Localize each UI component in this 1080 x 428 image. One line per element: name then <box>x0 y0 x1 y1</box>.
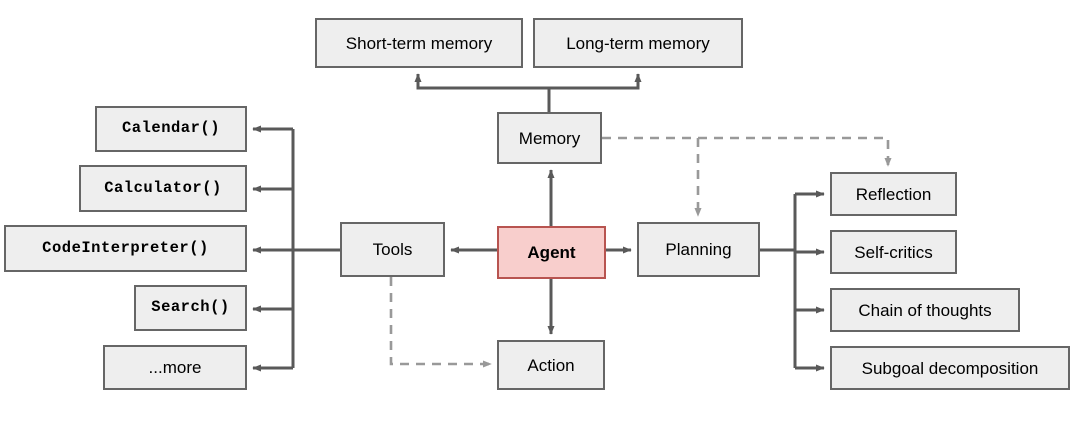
node-tool-calculator[interactable]: Calculator() <box>79 165 247 212</box>
node-action[interactable]: Action <box>497 340 605 390</box>
node-self-critics[interactable]: Self-critics <box>830 230 957 274</box>
node-short-term-memory[interactable]: Short-term memory <box>315 18 523 68</box>
node-tool-calendar[interactable]: Calendar() <box>95 106 247 152</box>
edge-memory-longterm <box>549 73 642 90</box>
node-tools[interactable]: Tools <box>340 222 445 277</box>
node-subgoal-decomposition[interactable]: Subgoal decomposition <box>830 346 1070 390</box>
node-reflection[interactable]: Reflection <box>830 172 957 216</box>
node-tool-code-interpreter[interactable]: CodeInterpreter() <box>4 225 247 272</box>
node-memory[interactable]: Memory <box>497 112 602 164</box>
node-planning[interactable]: Planning <box>637 222 760 277</box>
node-tool-more[interactable]: ...more <box>103 345 247 390</box>
node-chain-of-thoughts[interactable]: Chain of thoughts <box>830 288 1020 332</box>
edge-memory-reflection-dashed <box>698 136 892 167</box>
edge-tools-action-dashed <box>389 277 492 368</box>
node-tool-search[interactable]: Search() <box>134 285 247 331</box>
node-long-term-memory[interactable]: Long-term memory <box>533 18 743 68</box>
edge-memory-shortterm <box>414 73 551 112</box>
node-agent[interactable]: Agent <box>497 226 606 279</box>
edge-memory-planning-dashed <box>602 136 702 217</box>
